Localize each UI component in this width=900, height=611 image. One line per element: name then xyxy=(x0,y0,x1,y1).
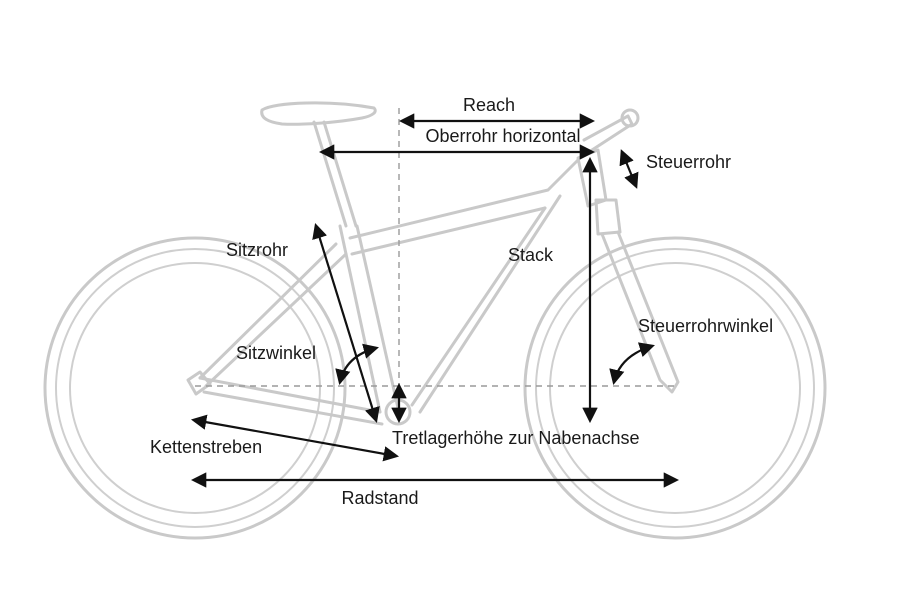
label-reach: Reach xyxy=(463,95,515,115)
head-angle-arc xyxy=(609,342,655,386)
stem xyxy=(582,114,634,152)
dimension-lines xyxy=(190,113,680,488)
label-tretlagerhoehe: Tretlagerhöhe zur Nabenachse xyxy=(392,428,639,448)
rear-dropout xyxy=(186,370,212,396)
down-tube xyxy=(410,194,562,414)
saddle xyxy=(260,101,377,126)
label-radstand: Radstand xyxy=(341,488,418,508)
head-tube-length-arrow xyxy=(619,149,639,189)
chain-stays xyxy=(198,376,384,426)
label-sitzrohr: Sitzrohr xyxy=(226,240,288,260)
head-tube xyxy=(576,148,608,208)
chainstay-arrow xyxy=(190,414,400,462)
rear-wheel xyxy=(43,236,347,540)
label-steuerrohrwinkel: Steuerrohrwinkel xyxy=(638,316,773,336)
labels: Reach Oberrohr horizontal Steuerrohr Sta… xyxy=(150,95,773,508)
seat-angle-arc xyxy=(335,343,379,386)
fork-upper xyxy=(594,198,622,236)
front-wheel xyxy=(523,236,827,540)
seat-tube xyxy=(338,224,400,414)
label-stack: Stack xyxy=(508,245,554,265)
label-steuerrohr: Steuerrohr xyxy=(646,152,731,172)
label-kettenstreben: Kettenstreben xyxy=(150,437,262,457)
label-oberrohr-horizontal: Oberrohr horizontal xyxy=(425,126,580,146)
label-sitzwinkel: Sitzwinkel xyxy=(236,343,316,363)
handlebar xyxy=(620,108,640,128)
seat-tube-length-arrow xyxy=(312,223,380,423)
top-tube xyxy=(348,158,580,256)
fork-lower xyxy=(600,230,680,394)
seatpost xyxy=(312,120,358,228)
